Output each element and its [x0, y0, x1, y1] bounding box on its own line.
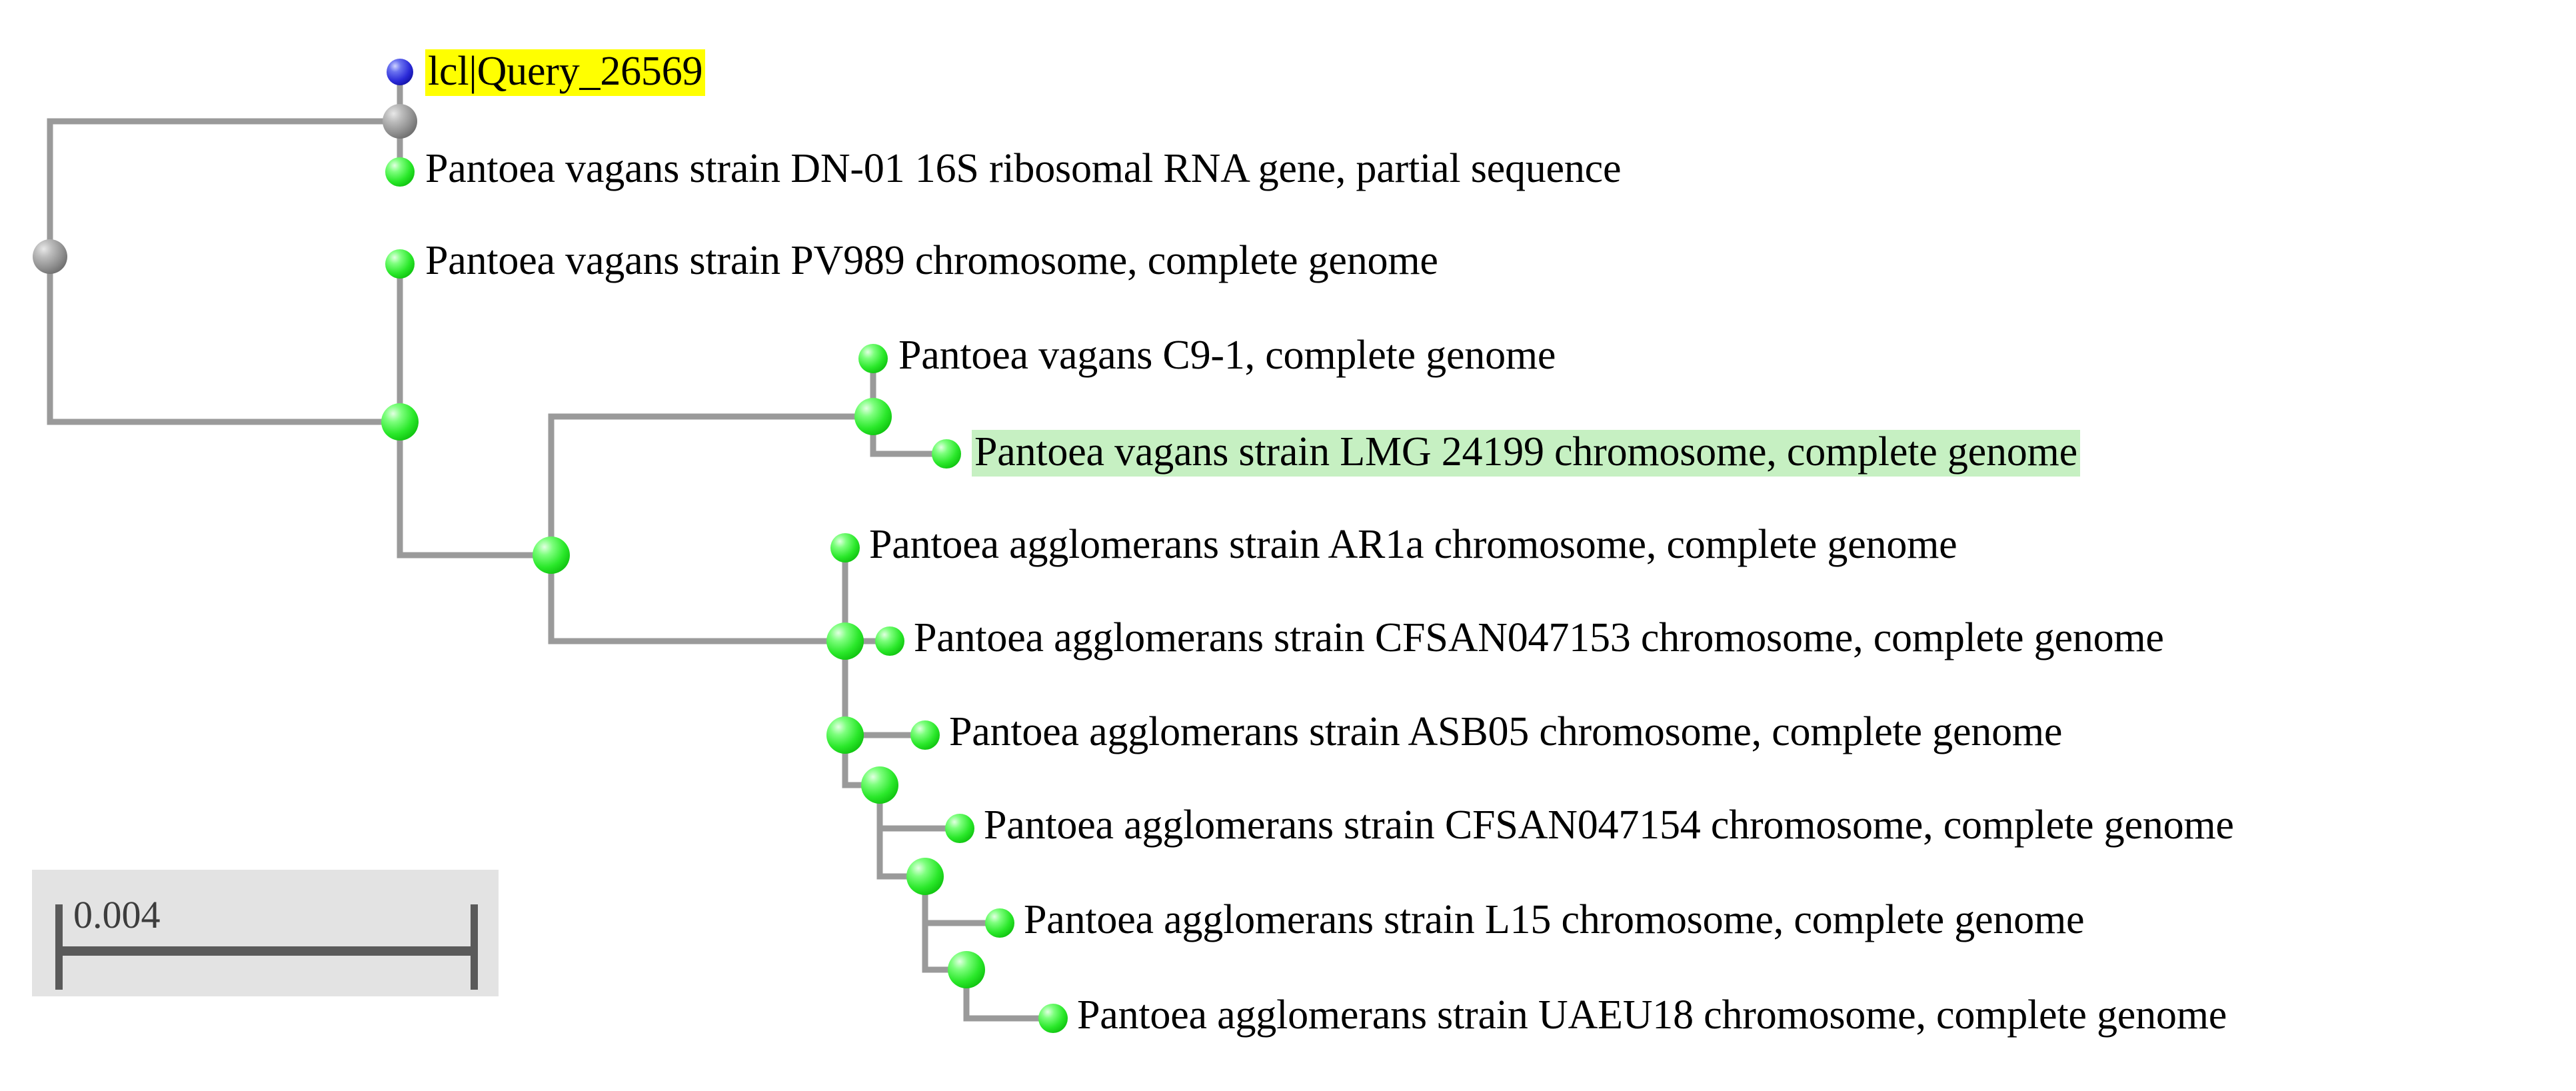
branch-line — [397, 422, 551, 558]
leaf-node-asb05[interactable] — [910, 720, 940, 750]
leaf-node-cfsan047153[interactable] — [875, 626, 904, 656]
internal-node-n_agg4[interactable] — [906, 858, 944, 895]
leaf-label-uaeu18[interactable]: Pantoea agglomerans strain UAEU18 chromo… — [1077, 992, 2227, 1038]
leaf-node-query[interactable] — [387, 59, 413, 85]
internal-node-n_agg1[interactable] — [826, 622, 864, 660]
leaf-node-l15[interactable] — [985, 908, 1014, 938]
tree-branch — [47, 257, 400, 425]
scale-bar: 0.004 — [32, 870, 499, 996]
leaf-node-cfsan047154[interactable] — [945, 814, 974, 843]
leaf-label-query[interactable]: lcl|Query_26569 — [425, 49, 706, 96]
branch-line — [548, 413, 873, 555]
scale-bar-right-cap — [471, 904, 478, 990]
leaf-label-pv989[interactable]: Pantoea vagans strain PV989 chromosome, … — [425, 238, 1438, 283]
leaf-label-cfsan047154[interactable]: Pantoea agglomerans strain CFSAN047154 c… — [984, 802, 2234, 848]
leaf-label-c91[interactable]: Pantoea vagans C9-1, complete genome — [898, 333, 1556, 378]
branch-line — [47, 118, 400, 257]
internal-node-n_vag[interactable] — [381, 403, 419, 441]
leaf-label-ar1a[interactable]: Pantoea agglomerans strain AR1a chromoso… — [869, 522, 1957, 567]
internal-node-n_query[interactable] — [383, 104, 417, 139]
leaf-label-l15[interactable]: Pantoea agglomerans strain L15 chromosom… — [1024, 897, 2085, 942]
scale-bar-left-cap — [55, 904, 63, 990]
leaf-node-lmg24199[interactable] — [932, 439, 961, 469]
internal-node-n_agg5[interactable] — [948, 951, 985, 988]
leaf-node-dn01[interactable] — [385, 157, 415, 187]
leaf-label-dn01[interactable]: Pantoea vagans strain DN-01 16S ribosoma… — [425, 146, 1622, 191]
node-layer — [33, 59, 1068, 1033]
internal-node-n_agg2[interactable] — [826, 716, 864, 754]
scale-bar-horizontal-line — [59, 946, 475, 956]
tree-branch — [548, 413, 873, 555]
internal-node-n_c9lmg[interactable] — [854, 398, 892, 435]
scale-bar-label: 0.004 — [73, 893, 161, 936]
tree-branch — [47, 118, 400, 257]
leaf-node-uaeu18[interactable] — [1038, 1004, 1068, 1033]
branch-line — [548, 555, 845, 644]
internal-node-n_agg3[interactable] — [861, 766, 898, 804]
leaf-node-ar1a[interactable] — [830, 533, 860, 562]
tree-branch — [397, 422, 551, 558]
internal-node-n_root[interactable] — [33, 239, 67, 274]
leaf-label-asb05[interactable]: Pantoea agglomerans strain ASB05 chromos… — [949, 709, 2063, 754]
branch-line — [47, 257, 400, 425]
leaf-label-lmg24199[interactable]: Pantoea vagans strain LMG 24199 chromoso… — [972, 430, 2080, 477]
internal-node-n_mid[interactable] — [533, 537, 570, 574]
tree-branch — [548, 555, 845, 644]
leaf-node-pv989[interactable] — [385, 249, 415, 279]
leaf-label-cfsan047153[interactable]: Pantoea agglomerans strain CFSAN047153 c… — [914, 615, 2164, 660]
leaf-node-c91[interactable] — [858, 344, 888, 373]
